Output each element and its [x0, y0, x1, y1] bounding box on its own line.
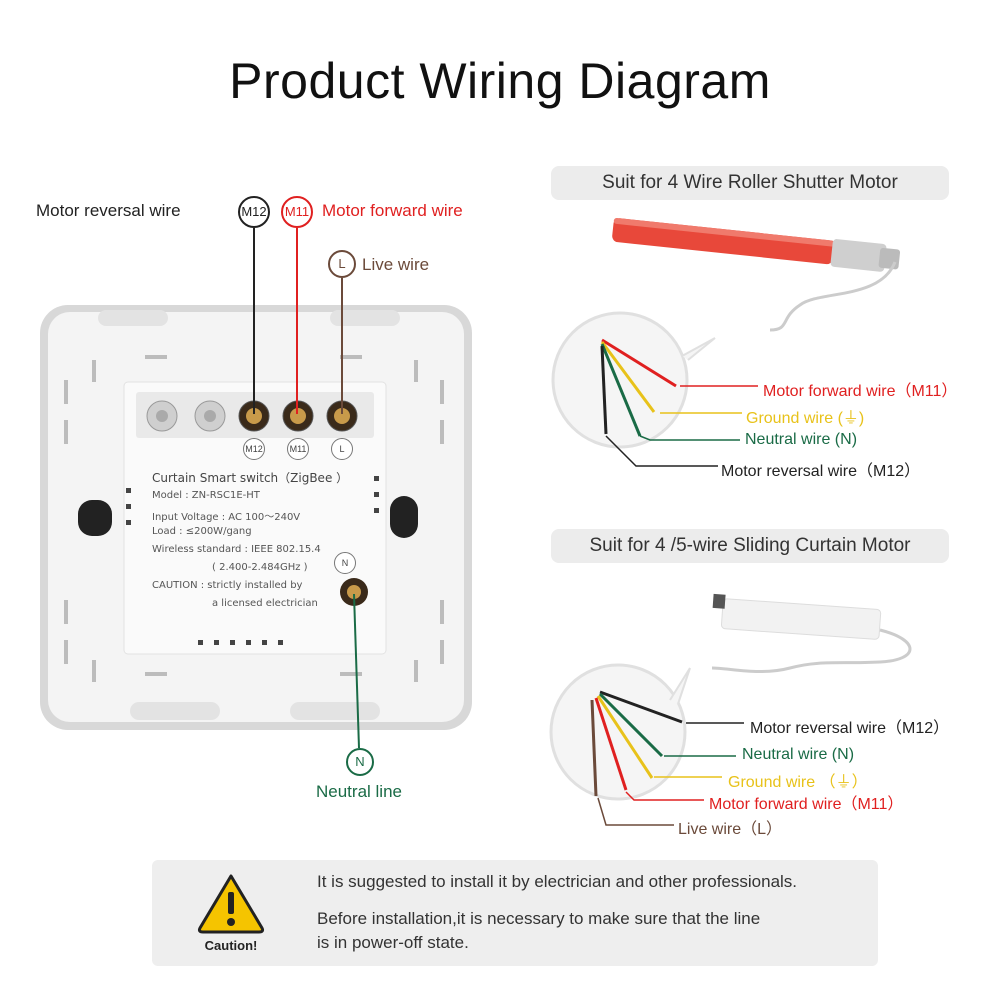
- spec-title: Curtain Smart switch（ZigBee ）: [152, 471, 349, 485]
- plate-clip-bottom-left: [130, 702, 220, 720]
- spec-wireless: Wireless standard : IEEE 802.15.4: [152, 544, 321, 555]
- curtain-cable: [711, 628, 912, 674]
- curtain-wire-neutral: Neutral wire (N): [742, 746, 855, 763]
- m12-label: Motor reversal wire: [36, 201, 181, 220]
- spec-caution-2: a licensed electrician: [212, 598, 318, 609]
- terminal-label-n: N: [334, 552, 356, 574]
- spec-load: Load : ≤200W/gang: [152, 526, 252, 537]
- roller-wire-ground: Ground wire (⏚): [746, 410, 865, 427]
- m11-label: Motor forward wire: [322, 201, 463, 220]
- terminal-label-m12: M12: [243, 438, 265, 460]
- plate-clip-top-left: [98, 310, 168, 326]
- spec-caution: CAUTION : strictly installed by: [152, 580, 303, 591]
- live-label: Live wire: [362, 255, 430, 274]
- curtain-wire-forward: Motor forward wire（M11）: [709, 796, 904, 813]
- spec-model: Model : ZN-RSC1E-HT: [152, 490, 260, 501]
- caution-box: [152, 860, 878, 966]
- roller-cable: [769, 261, 897, 332]
- curtain-motor-body: [712, 593, 882, 640]
- neutral-callout-line: [353, 593, 360, 749]
- m12-badge: M12: [238, 196, 270, 228]
- roller-wire-neutral: Neutral wire (N): [745, 431, 858, 448]
- side-slot-right: [390, 496, 418, 538]
- roller-wire-forward: Motor forward wire（M11）: [763, 383, 958, 400]
- roller-tube: [612, 217, 901, 272]
- curtain-wire-reversal: Motor reversal wire（M12）: [750, 720, 950, 737]
- terminal-screws: [146, 400, 358, 432]
- roller-motor-header: Suit for 4 Wire Roller Shutter Motor: [551, 166, 949, 200]
- curtain-motor-header: Suit for 4 /5-wire Sliding Curtain Motor: [551, 529, 949, 563]
- curtain-wire-ground: Ground wire （⏚）: [728, 774, 868, 791]
- warning-triangle-icon: [197, 874, 265, 934]
- caution-line-2: Before installation,it is necessary to m…: [317, 909, 761, 928]
- neutral-label: Neutral line: [316, 782, 402, 801]
- neutral-badge: N: [346, 748, 374, 776]
- terminal-label-m11: M11: [287, 438, 309, 460]
- roller-magnifier: [551, 311, 689, 449]
- rib-pattern: [64, 355, 444, 682]
- indicator-dots: [126, 476, 379, 645]
- curtain-wire-live: Live wire（L）: [678, 821, 783, 838]
- m11-badge: M11: [281, 196, 313, 228]
- curtain-magnifier: [549, 663, 687, 801]
- spec-frequency: ( 2.400-2.484GHz ): [212, 562, 308, 573]
- caution-label: Caution!: [204, 938, 258, 953]
- caution-line-1: It is suggested to install it by electri…: [317, 872, 798, 891]
- page-title: Product Wiring Diagram: [229, 53, 771, 109]
- spec-voltage: Input Voltage : AC 100～240V: [152, 512, 301, 523]
- plate-clip-top-right: [330, 310, 400, 326]
- roller-wire-reversal: Motor reversal wire（M12）: [721, 463, 921, 480]
- caution-line-3: is in power-off state.: [317, 933, 469, 952]
- live-badge: L: [328, 250, 356, 278]
- terminal-label-l: L: [331, 438, 353, 460]
- side-slot-left: [78, 500, 112, 536]
